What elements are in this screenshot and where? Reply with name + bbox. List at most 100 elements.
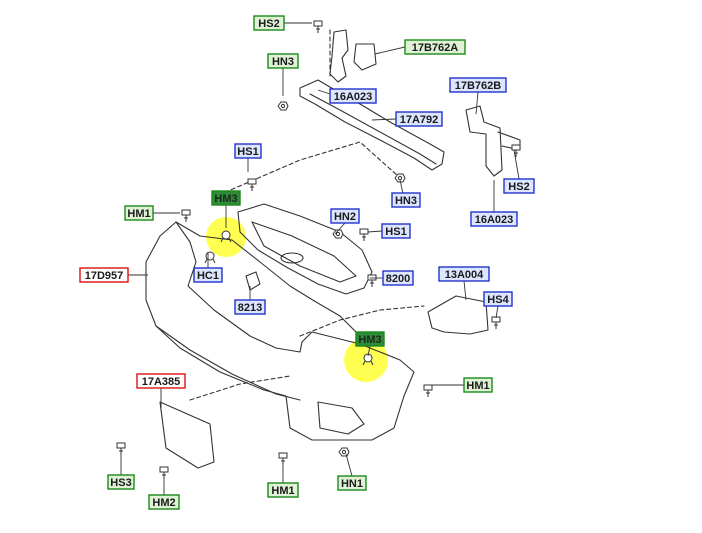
callout-box <box>148 494 180 510</box>
callout-label: HM3 <box>214 193 237 205</box>
callout-box <box>234 299 266 315</box>
callout-hn3[interactable]: HN3 <box>391 192 421 208</box>
callout-label: 16A023 <box>475 214 514 226</box>
callout-box <box>136 373 186 389</box>
callout-label: HS2 <box>508 181 529 193</box>
callout-label: HS4 <box>487 294 509 306</box>
callout-box <box>470 211 518 227</box>
callout-hn2[interactable]: HN2 <box>330 208 360 224</box>
callout-box <box>253 15 285 31</box>
callout-17b762b[interactable]: 17B762B <box>449 77 507 93</box>
callout-label: HC1 <box>197 270 219 282</box>
callout-box <box>483 291 513 307</box>
callout-17d957[interactable]: 17D957 <box>79 267 129 283</box>
fastener-screw-13 <box>423 384 433 397</box>
leader-line-2 <box>374 46 406 55</box>
leader-line-5 <box>475 91 479 115</box>
fastener-screw-1 <box>313 20 323 33</box>
callout-13a004[interactable]: 13A004 <box>438 266 490 282</box>
leader-line-6 <box>371 118 397 121</box>
fastener-screw-6 <box>511 144 521 157</box>
callout-16a023[interactable]: 16A023 <box>470 211 518 227</box>
callout-hm2[interactable]: HM2 <box>148 494 180 510</box>
fastener-screw-11 <box>367 274 377 287</box>
callout-17a792[interactable]: 17A792 <box>395 111 443 127</box>
fastener-screw-3 <box>247 178 257 191</box>
leader-line-10 <box>513 149 520 180</box>
callout-box <box>330 208 360 224</box>
callout-box <box>234 143 262 159</box>
callout-box <box>329 88 377 104</box>
leader-line-27 <box>345 453 353 477</box>
callout-box <box>79 267 129 283</box>
callout-hs1[interactable]: HS1 <box>381 223 411 239</box>
callout-label: 17B762A <box>412 42 459 54</box>
callout-label: HN3 <box>272 56 294 68</box>
clip-8213 <box>245 271 261 291</box>
highlight-layer <box>206 217 388 382</box>
callout-17a385[interactable]: 17A385 <box>136 373 186 389</box>
callout-label: 8200 <box>386 273 410 285</box>
upper-bracket-left <box>329 29 349 83</box>
callout-hs2[interactable]: HS2 <box>503 178 535 194</box>
callout-hm1[interactable]: HM1 <box>124 205 154 221</box>
callout-box <box>382 270 414 286</box>
fastener-nut-8 <box>332 229 344 239</box>
fastener-clip-18 <box>204 251 216 264</box>
callout-hm1[interactable]: HM1 <box>463 377 493 393</box>
license-plate-bracket <box>159 401 215 469</box>
callout-8213[interactable]: 8213 <box>234 299 266 315</box>
callout-box <box>107 474 135 490</box>
callout-hm3[interactable]: HM3 <box>355 331 385 347</box>
leader-line-18 <box>463 280 467 301</box>
callout-box <box>381 223 411 239</box>
callout-label: HS3 <box>110 477 131 489</box>
callout-16a023[interactable]: 16A023 <box>329 88 377 104</box>
callout-label: 13A004 <box>445 269 484 281</box>
fastener-nut-5 <box>394 173 406 183</box>
callout-box <box>267 53 299 69</box>
callout-hs4[interactable]: HS4 <box>483 291 513 307</box>
callout-box <box>395 111 443 127</box>
callout-label: HN2 <box>334 211 356 223</box>
fog-lamp-bracket <box>427 295 489 335</box>
reinforcement-beam-edge <box>309 93 437 165</box>
callout-label: HM1 <box>271 485 294 497</box>
callout-box <box>503 178 535 194</box>
callout-hn1[interactable]: HN1 <box>337 475 367 491</box>
callout-box <box>355 331 385 347</box>
right-bracket <box>465 105 503 177</box>
fastener-clip-10 <box>362 353 374 366</box>
callout-hs3[interactable]: HS3 <box>107 474 135 490</box>
callout-label: 17B762B <box>455 80 502 92</box>
fastener-nut-17 <box>338 447 350 457</box>
callout-hs2[interactable]: HS2 <box>253 15 285 31</box>
grille <box>237 203 373 295</box>
callout-box <box>211 190 241 206</box>
callout-box <box>267 482 299 498</box>
callout-label: HN1 <box>341 478 363 490</box>
callout-label: 17A385 <box>142 376 181 388</box>
callout-label: HM1 <box>466 380 489 392</box>
upper-bracket-plate <box>353 43 377 71</box>
callout-hc1[interactable]: HC1 <box>193 267 223 283</box>
callout-label: 16A023 <box>334 91 373 103</box>
callout-label: HM3 <box>358 334 381 346</box>
callout-8200[interactable]: 8200 <box>382 270 414 286</box>
grille-inner <box>251 221 357 283</box>
callout-17b762a[interactable]: 17B762A <box>404 39 466 55</box>
callout-box <box>124 205 154 221</box>
callout-hm1[interactable]: HM1 <box>267 482 299 498</box>
leader-line-12 <box>334 222 346 235</box>
fastener-nut-2 <box>277 101 289 111</box>
callout-hn3[interactable]: HN3 <box>267 53 299 69</box>
grille-emblem <box>280 252 304 264</box>
callout-label: 17A792 <box>400 114 439 126</box>
callout-box <box>449 77 507 93</box>
callout-label: HM1 <box>127 208 150 220</box>
callout-hs1[interactable]: HS1 <box>234 143 262 159</box>
bumper-lower-lip <box>155 325 301 401</box>
callout-hm3[interactable]: HM3 <box>211 190 241 206</box>
callout-label: 8213 <box>238 302 262 314</box>
